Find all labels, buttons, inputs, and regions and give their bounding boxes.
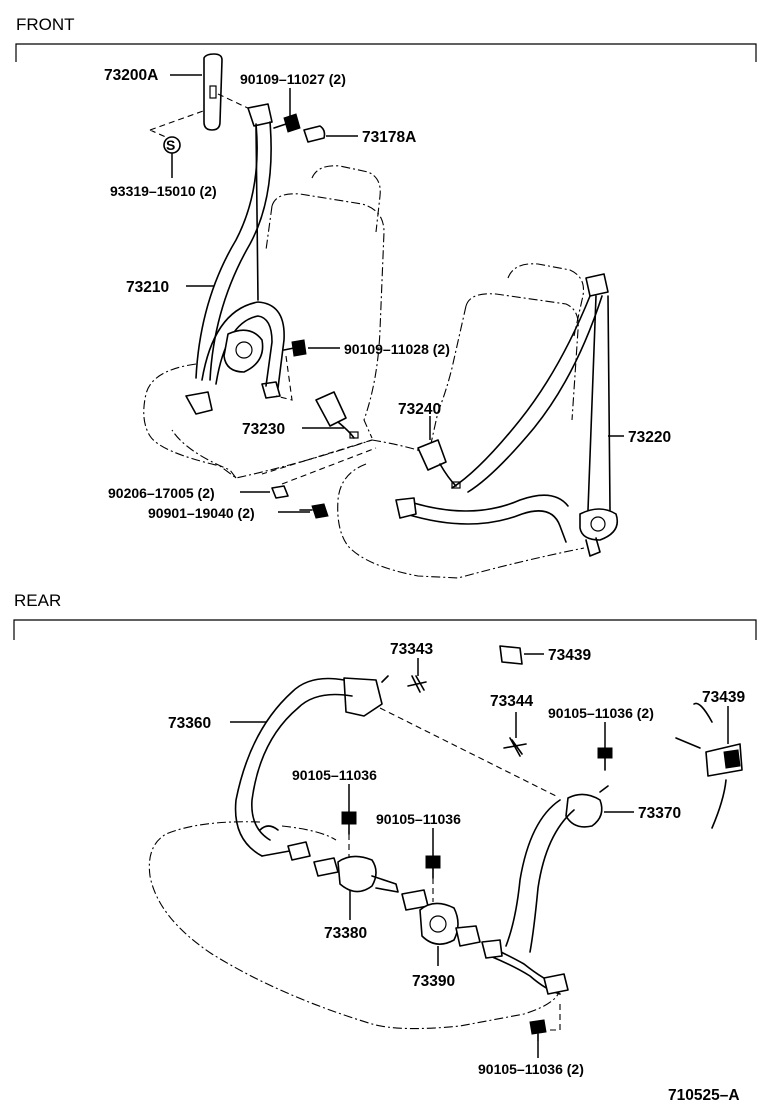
illustration-id: 710525–A <box>668 1087 740 1104</box>
label-73344: 73344 <box>490 693 533 710</box>
label-73439-top: 73439 <box>548 647 591 664</box>
label-73240: 73240 <box>398 401 441 418</box>
label-73360: 73360 <box>168 715 211 732</box>
label-93319-15010: 93319–15010 (2) <box>110 183 217 199</box>
label-90109-11027: 90109–11027 (2) <box>240 71 346 87</box>
buckle-73390 <box>401 889 481 947</box>
label-90105-11036-2-top: 90105–11036 (2) <box>548 705 654 721</box>
screw-s-marker: S <box>163 136 181 154</box>
label-90901-19040: 90901–19040 (2) <box>148 505 255 521</box>
front-seat-right <box>337 263 585 579</box>
front-belt-73220 <box>395 273 619 557</box>
bolt-90901-19040 <box>299 503 329 519</box>
section-title-front: FRONT <box>16 15 75 34</box>
nut-90206-17005 <box>271 485 289 499</box>
dash-90109-11028 <box>275 355 293 401</box>
buckle-73380 <box>313 855 399 893</box>
rear-belt-73370 <box>481 785 609 995</box>
buckle-73230 <box>315 391 359 439</box>
section-title-rear: REAR <box>14 591 61 610</box>
label-73439-right: 73439 <box>702 689 745 706</box>
bolt-90109-11027 <box>273 113 301 133</box>
front-section-bracket <box>15 43 757 62</box>
label-73220: 73220 <box>628 429 671 446</box>
rear-section-bracket <box>13 619 757 640</box>
anchor-rail-73200A <box>203 53 223 131</box>
label-90109-11028: 90109–11028 (2) <box>344 341 450 357</box>
buckle-73240 <box>417 439 461 489</box>
front-assembly-dash-lines <box>149 93 253 139</box>
bolt-90105-11036-a <box>341 811 357 835</box>
clip-73343 <box>407 675 427 693</box>
label-73370: 73370 <box>638 805 681 822</box>
rear-bench-seat <box>148 821 561 1030</box>
label-90105-11036-a: 90105–11036 <box>292 767 377 783</box>
bolt-90109-11028 <box>283 339 307 357</box>
bolt-90105-11036-b <box>425 855 441 879</box>
label-73390: 73390 <box>412 973 455 990</box>
label-73343: 73343 <box>390 641 433 658</box>
label-90105-11036-2-bottom: 90105–11036 (2) <box>478 1061 584 1077</box>
cover-73439-top <box>499 645 523 665</box>
dash-90105-11036-bottom <box>550 1000 561 1031</box>
rear-belt-73360 <box>234 675 389 861</box>
front-belt-73210 <box>185 103 285 415</box>
label-73178A: 73178A <box>362 129 416 146</box>
bolt-90105-11036-top <box>597 747 613 771</box>
cover-73439-right-detail <box>675 702 743 829</box>
label-73200A: 73200A <box>104 67 158 84</box>
label-73210: 73210 <box>126 279 169 296</box>
label-90105-11036-b: 90105–11036 <box>376 811 461 827</box>
label-73230: 73230 <box>242 421 285 438</box>
s-marker-text: S <box>166 137 175 153</box>
label-73380: 73380 <box>324 925 367 942</box>
dash-buckle-mount <box>261 439 377 485</box>
rear-retractor-dash-line <box>379 707 557 797</box>
cover-73178A <box>303 125 326 143</box>
label-90206-17005: 90206–17005 (2) <box>108 485 215 501</box>
bolt-90105-11036-bottom <box>529 1019 547 1041</box>
clip-73344 <box>503 737 527 757</box>
